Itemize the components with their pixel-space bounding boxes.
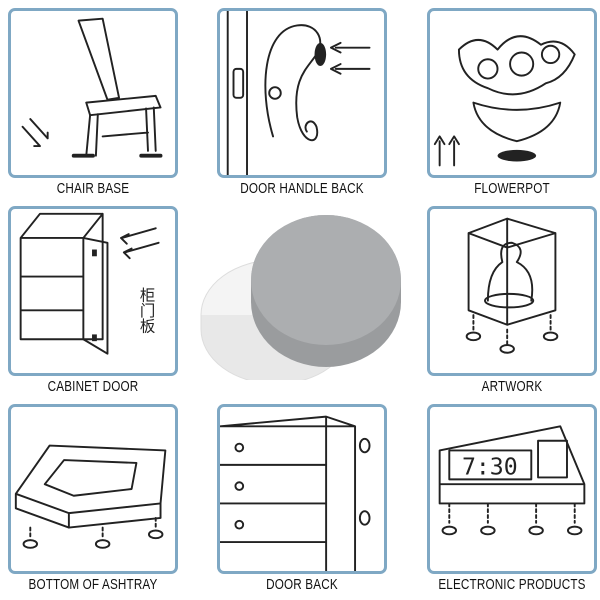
tile-label: FLOWERPOT — [474, 180, 550, 197]
tile-label: ELECTRONIC PRODUCTS — [438, 576, 586, 593]
flowerpot-icon — [433, 35, 576, 167]
artwork-icon — [465, 217, 559, 354]
chair-icon — [21, 17, 163, 158]
tile-artwork — [427, 206, 597, 376]
product-felt-pads — [196, 205, 406, 385]
tile-label: CABINET DOOR — [47, 378, 139, 395]
tile-electronic-products: 7:30 — [427, 404, 597, 574]
tile-flowerpot — [427, 8, 597, 178]
felt-pad-image — [200, 215, 401, 385]
tile-label: ARTWORK — [481, 378, 543, 395]
tile-door-back — [217, 404, 387, 574]
dresser-icon — [220, 415, 371, 571]
ashtray-icon — [14, 444, 167, 549]
tile-label: DOOR HANDLE BACK — [240, 180, 364, 197]
cabinet-icon: 柜门板 — [19, 212, 160, 355]
tile-chair-base — [8, 8, 178, 178]
tile-label: CHAIR BASE — [56, 180, 130, 197]
tile-label: DOOR BACK — [266, 576, 338, 593]
tile-cabinet-door: 柜门板 — [8, 206, 178, 376]
tile-door-handle-back — [217, 8, 387, 178]
door-handle-icon — [226, 11, 371, 175]
clock-icon: 7:30 — [438, 425, 586, 536]
clock-display: 7:30 — [462, 455, 518, 481]
tile-label: BOTTOM OF ASHTRAY — [28, 576, 158, 593]
cabinet-annotation: 柜门板 — [138, 287, 156, 334]
tile-ashtray — [8, 404, 178, 574]
